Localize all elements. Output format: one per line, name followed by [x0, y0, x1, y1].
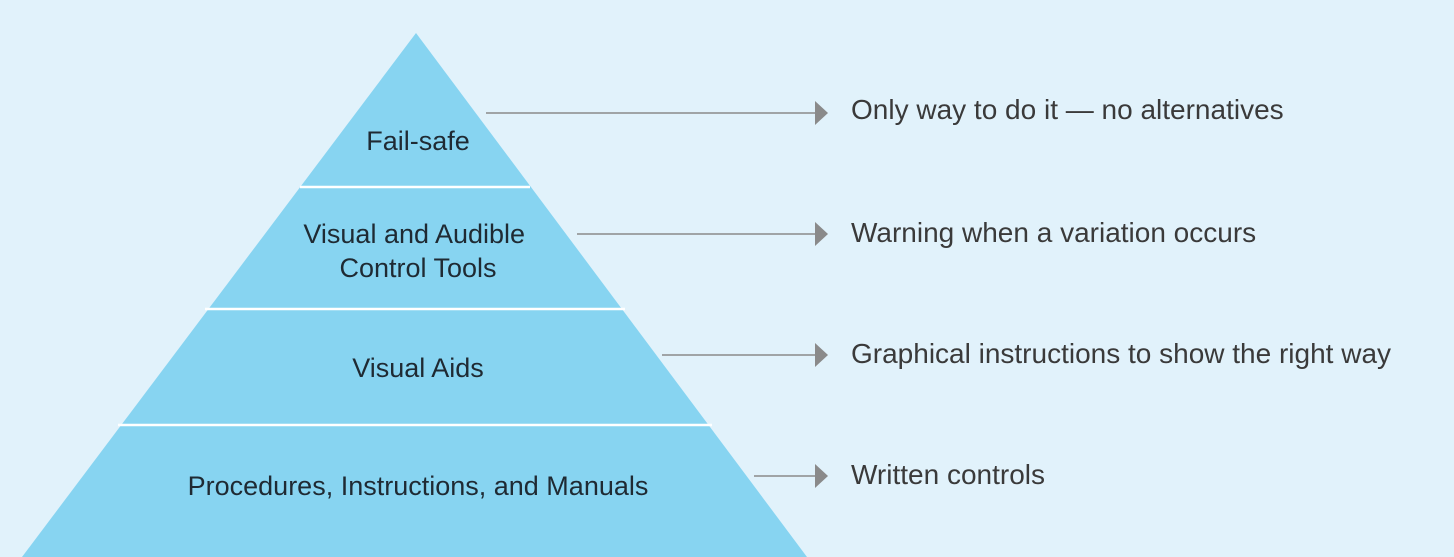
tier-label-line: Control Tools	[339, 253, 496, 283]
tier-label: Procedures, Instructions, and Manuals	[188, 471, 649, 501]
tier-label: Visual and Audible Control Tools	[303, 219, 532, 283]
tier-label: Fail-safe	[366, 126, 470, 156]
arrowhead-icon	[815, 222, 828, 246]
arrowhead-icon	[815, 464, 828, 488]
tier-label-line: Fail-safe	[366, 126, 470, 156]
tier-fail-safe: Fail-safe Only way to do it — no alterna…	[366, 94, 1283, 156]
arrowhead-icon	[815, 101, 828, 125]
tier-visual-audible-controls: Visual and Audible Control Tools Warning…	[303, 217, 1256, 283]
tier-description: Warning when a variation occurs	[851, 217, 1256, 248]
tier-description: Only way to do it — no alternatives	[851, 94, 1284, 125]
arrowhead-icon	[815, 343, 828, 367]
tier-label: Visual Aids	[352, 353, 484, 383]
tier-label-line: Visual Aids	[352, 353, 484, 383]
tier-visual-aids: Visual Aids Graphical instructions to sh…	[352, 338, 1391, 383]
tier-label-line: Procedures, Instructions, and Manuals	[188, 471, 649, 501]
tier-description: Graphical instructions to show the right…	[851, 338, 1391, 369]
tier-description: Written controls	[851, 459, 1045, 490]
tier-procedures-manuals: Procedures, Instructions, and Manuals Wr…	[188, 459, 1045, 501]
tier-label-line: Visual and Audible	[303, 219, 525, 249]
